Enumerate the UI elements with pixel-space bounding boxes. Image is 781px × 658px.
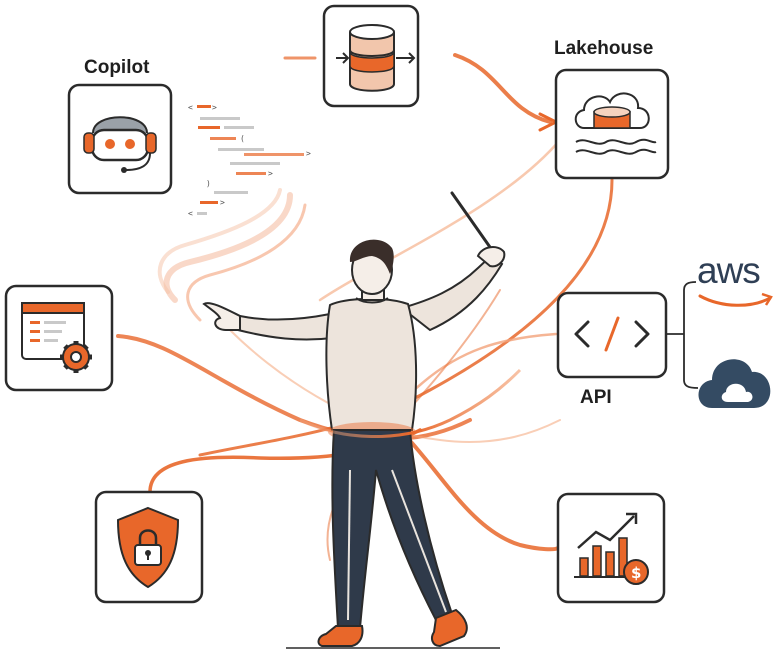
data-pipeline-card xyxy=(322,4,420,108)
svg-text:$: $ xyxy=(631,564,641,582)
code-ribbon-3 xyxy=(157,188,282,294)
growth-chart-dollar-icon: $ xyxy=(574,512,649,585)
pants xyxy=(331,429,454,629)
code-line-7: > xyxy=(220,198,225,207)
torso xyxy=(325,297,418,431)
ribbon-lakehouse-down xyxy=(198,178,614,457)
finance-card: $ xyxy=(556,492,666,604)
right-hand xyxy=(476,246,506,268)
browser-gear-icon xyxy=(21,302,92,373)
settings-card xyxy=(4,284,114,392)
api-label: API xyxy=(580,387,612,408)
raised-arm xyxy=(399,253,504,332)
security-card xyxy=(94,490,204,604)
lakehouse-card xyxy=(554,68,670,180)
code-line-8: < xyxy=(188,209,193,218)
code-brackets-icon xyxy=(574,316,650,352)
extended-arm xyxy=(236,312,334,341)
left-shoe xyxy=(317,625,364,647)
code-line-4: > xyxy=(306,149,311,158)
ribbon-left-panel xyxy=(116,334,472,441)
api-connectors xyxy=(666,281,699,389)
lakehouse-label: Lakehouse xyxy=(554,38,654,59)
baton xyxy=(450,191,494,252)
code-line-5: > xyxy=(268,169,273,178)
ribbon-swirl-a xyxy=(318,138,562,302)
code-line-2: > xyxy=(212,103,217,112)
code-line-6: ) xyxy=(206,179,211,188)
database-pipeline-icon xyxy=(336,24,416,92)
code-line-1: < xyxy=(188,103,193,112)
code-ribbon-2 xyxy=(186,203,307,322)
ribbon-finance xyxy=(398,428,560,552)
code-line-3: ( xyxy=(240,134,245,143)
hair xyxy=(349,239,394,274)
copilot-label: Copilot xyxy=(84,57,150,78)
api-card xyxy=(556,291,668,379)
code-snippet: < > ( > > ) > < xyxy=(188,103,311,218)
ribbon-to-lakehouse xyxy=(453,53,552,124)
right-shoe xyxy=(431,608,468,648)
ribbon-over-figure xyxy=(299,368,522,439)
left-hand xyxy=(202,302,241,331)
ribbon-swirl-b xyxy=(229,329,561,443)
headset-bot-icon xyxy=(83,116,157,173)
flow-ribbons xyxy=(116,53,614,561)
aws-logo-text: aws xyxy=(697,250,761,291)
copilot-card xyxy=(67,83,173,195)
code-ribbon-1 xyxy=(163,192,293,303)
cloud-lake-database-icon xyxy=(574,92,657,155)
shield-lock-icon xyxy=(116,506,180,589)
cloud-icon xyxy=(698,359,771,408)
aws-smile-icon xyxy=(698,294,772,307)
